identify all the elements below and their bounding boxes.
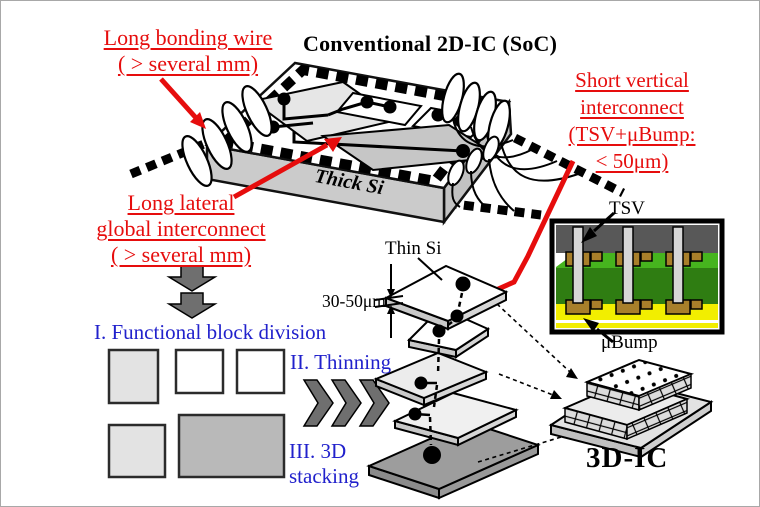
arrow-to-bonding-wire [159, 77, 199, 121]
bond-wires-front-right [447, 135, 500, 187]
block-square-4 [107, 423, 167, 479]
label-short-vertical-interconnect: Short vertical interconnect (TSV+μBump: … [546, 67, 718, 175]
functional-block-division [107, 348, 286, 479]
label-step1-functional-block-division: I. Functional block division [94, 320, 327, 344]
label-vertical-line1: Short vertical [575, 68, 689, 92]
die4-top [392, 391, 519, 440]
arrow-to-lateral-interconnect-head [324, 137, 342, 152]
assembled-3d-ic [548, 358, 714, 459]
arrow-to-vertical-interconnect [485, 159, 576, 297]
label-3d-ic: 3D-IC [586, 442, 669, 474]
label-long-bonding-wire: Long bonding wire ( > several mm) [87, 25, 289, 77]
tier2-bump-band-right [626, 397, 688, 441]
title-conventional-2d-ic: Conventional 2D-IC (SoC) [303, 31, 558, 56]
label-lateral-line1: Long lateral [127, 190, 235, 215]
bond-wire-tails-front-right [451, 158, 515, 212]
arrow-to-bonding-wire-head [190, 112, 206, 129]
thinning-arrow-3 [358, 379, 390, 427]
label-lateral-line3: ( > several mm) [110, 241, 252, 267]
label-step3-line1: III. 3D [289, 439, 347, 463]
tsv-columns-and-bumps [565, 226, 703, 315]
chip-2d-illustration [129, 61, 626, 226]
bond-pad-ring [214, 64, 502, 187]
process-flow-arrows [166, 265, 390, 427]
bond-wires-left [181, 85, 273, 187]
thinning-arrow-1 [302, 379, 334, 427]
tsv-cross-section [549, 211, 725, 344]
block-rect-5 [177, 413, 286, 479]
die3-top [373, 351, 489, 400]
die1-top [383, 264, 509, 323]
package-pads-right-lower [446, 198, 542, 220]
package-pads-left [129, 139, 206, 179]
block-square-2 [174, 348, 225, 395]
label-ubump: μBump [601, 332, 658, 353]
label-lateral-line2: global interconnect [96, 215, 266, 241]
thin-si-pointer-line [417, 257, 443, 281]
arrow-to-lateral-interconnect [232, 142, 329, 200]
label-thickness-range: 30-50μm [322, 291, 386, 311]
label-vertical-line2: interconnect [580, 95, 684, 119]
layer-separator [556, 320, 718, 323]
label-vertical-line3: (TSV+μBump: [568, 122, 696, 146]
block-square-3 [235, 348, 286, 395]
label-step2-thinning: II. Thinning [290, 350, 392, 374]
label-vertical-line4: < 50μm) [595, 149, 669, 173]
bond-wires-right [441, 72, 511, 151]
thin-die-stack [366, 264, 541, 500]
cross-section-callout-arrows [581, 211, 616, 344]
down-arrow-2 [166, 292, 218, 319]
thinning-arrow-2 [330, 379, 362, 427]
label-step3-3d-stacking: III. 3D stacking [289, 439, 359, 489]
block-square-1 [107, 348, 160, 405]
label-long-lateral-interconnect: Long lateral global interconnect ( > sev… [79, 190, 283, 268]
label-thin-si: Thin Si [385, 238, 442, 259]
label-long-bonding-wire-line2: ( > several mm) [117, 50, 259, 76]
stack-vias [408, 276, 471, 464]
red-annotation-arrows [159, 77, 576, 303]
thickness-measurement [374, 257, 443, 338]
label-step3-line2: stacking [289, 463, 359, 488]
tier1-bump-band-right [638, 372, 692, 412]
down-arrow-1 [166, 265, 218, 292]
label-tsv: TSV [609, 198, 645, 219]
long-lateral-interconnect-line [292, 131, 464, 153]
functional-block-b1 [335, 91, 423, 127]
label-long-bonding-wire-line1: Long bonding wire [103, 25, 273, 50]
